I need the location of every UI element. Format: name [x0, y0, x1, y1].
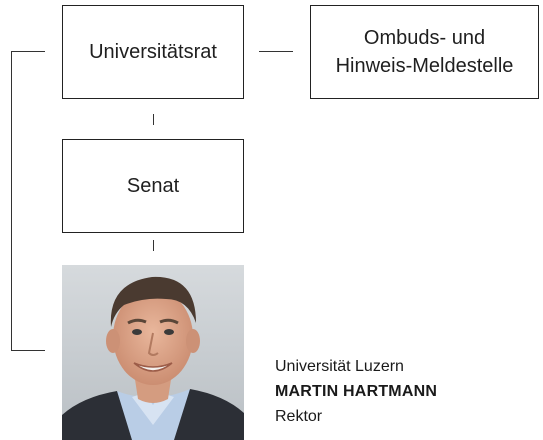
person-role: Rektor [275, 408, 323, 425]
left-bracket-vertical [11, 51, 12, 351]
ombuds-label-line2: Hinweis-Meldestelle [335, 55, 514, 77]
person-name: MARTIN HARTMANN [275, 383, 438, 400]
senat-box: Senat [62, 139, 244, 233]
unirat-senat-connector [153, 114, 154, 125]
ombuds-label-line1: Ombuds- und [363, 27, 486, 49]
portrait-illustration [62, 265, 244, 440]
rektor-caption: Universität Luzern MARTIN HARTMANN Rekto… [275, 354, 437, 429]
unirat-ombuds-connector [259, 51, 293, 52]
senat-label: Senat [126, 175, 180, 197]
ombuds-box: Ombuds- und Hinweis-Meldestelle [310, 5, 539, 99]
rektor-portrait [62, 265, 244, 440]
institution-label: Universität Luzern [275, 358, 404, 375]
universitaetsrat-label: Universitätsrat [89, 41, 217, 63]
left-bracket-bottom [11, 350, 45, 351]
senat-rektor-connector [153, 240, 154, 251]
left-bracket-top [11, 51, 45, 52]
universitaetsrat-box: Universitätsrat [62, 5, 244, 99]
